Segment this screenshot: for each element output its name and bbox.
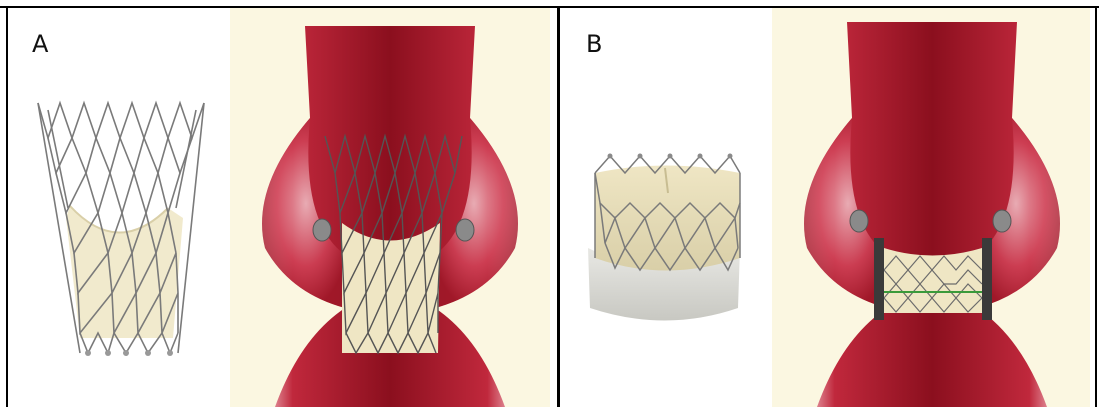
aortic-root-illustration-b xyxy=(772,8,1090,407)
aortic-root-illustration-a xyxy=(230,8,550,407)
panel-b: B xyxy=(560,8,1095,407)
panel-a: A xyxy=(8,8,557,407)
frame-right xyxy=(1095,6,1097,407)
